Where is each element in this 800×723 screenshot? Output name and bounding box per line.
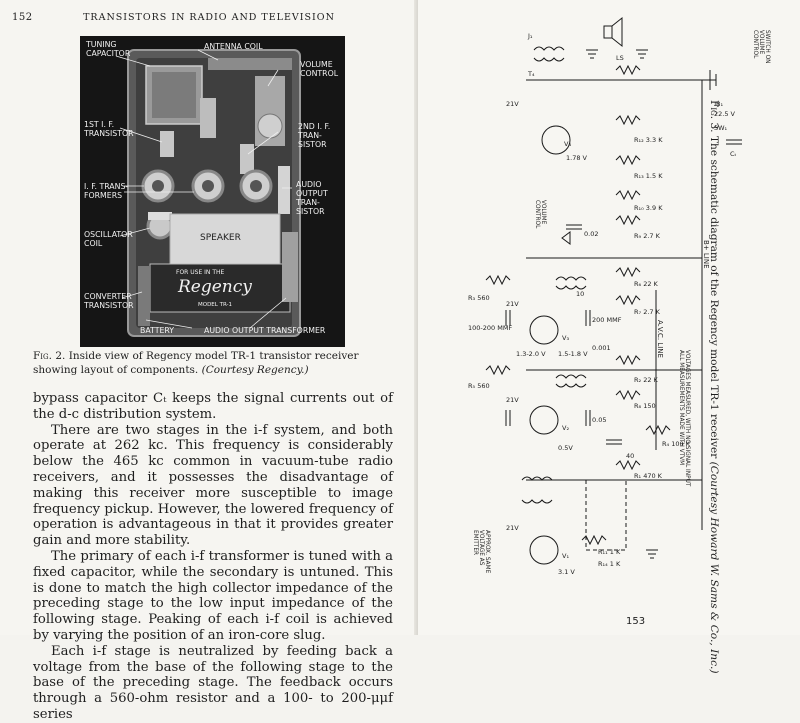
label-antenna-coil: ANTENNA COIL [204,42,263,51]
label-audio-output-transformer: AUDIO OUTPUT TRANSFORMER [204,326,326,335]
paragraph: bypass capacitor Cₜ keeps the signal cur… [33,391,393,422]
label-c-002: 0.02 [584,230,598,238]
receiver-photo-image [80,36,345,347]
label-r13: R₁₃ 1.5 K [634,172,663,180]
schematic-drawing: J₁ LS T₄ B₁ 22.5 V SW₁ V₄ R₁₂ 3.3 K R₁₃ … [468,16,742,576]
label-oscillator-coil: OSCILLATOR COIL [84,230,133,248]
label-sw1: SW₁ [714,124,728,132]
label-21v-b: 21V [506,300,519,308]
label-t4: T₄ [527,70,535,78]
left-page: 152 TRANSISTORS IN RADIO AND TELEVISION [0,0,418,722]
label-v4: V₄ [564,140,571,148]
figure-3-caption: Fig. 3. The schematic diagram of the Reg… [704,100,720,674]
paragraph: The primary of each i-f transformer is t… [33,548,393,643]
approx-same-label: APPROX. SAME VOLTAGE AS EMITTER [472,530,490,574]
label-1-3v: 1.3-2.0 V [516,350,546,358]
label-c40: 40 [626,452,634,460]
label-21v-d: 21V [506,524,519,532]
label-21v-c: 21V [506,396,519,404]
label-c-005: 0.05 [592,416,606,424]
label-model: MODEL TR-1 [198,302,233,308]
schematic-diagram: J₁ LS T₄ B₁ 22.5 V SW₁ V₄ R₁₂ 3.3 K R₁₃ … [466,10,756,610]
label-first-if-transistor: 1ST I. F. TRANSISTOR [84,120,134,138]
label-r12: R₁₂ 3.3 K [634,136,663,144]
label-r11: R₁₁ 1 K [598,548,621,556]
label-r6: R₆ 22 K [634,280,659,288]
brand-logo: Regency [178,277,252,297]
label-v1: V₁ [562,552,569,560]
figure-2-caption: Fig. 2. Inside view of Regency model TR-… [33,350,391,377]
label-r8: R₈ 150 [634,402,656,410]
body-text: bypass capacitor Cₜ keeps the signal cur… [33,391,393,723]
label-c-200: 200 MMF [592,316,622,324]
label-1-5v: 1.5-1.8 V [558,350,588,358]
label-r1: R₁ 470 K [634,472,663,480]
label-battery: BATTERY [140,326,175,335]
label-b1: B₁ [716,100,723,108]
measurement-note: VOLTAGES MEASURED, WITH NO SIGNAL INPUT … [678,350,690,487]
label-second-if-transistor: 2ND I. F. TRAN- SISTOR [298,122,331,149]
switch-on-volume-label: SWITCH ON VOLUME CONTROL [752,30,770,64]
label-c-001: 0.001 [592,344,611,352]
label-converter-transistor: CONVERTER TRANSISTOR [84,292,134,310]
label-r2: R₂ 22 K [634,376,659,384]
figure-3-number: Fig. 3. [708,100,720,133]
label-b1-value: 22.5 V [714,110,736,118]
label-r4: R₄ 100 K [662,440,691,448]
label-tuning-capacitor: TUNING CAPACITOR [86,40,131,58]
avc-line-label: A.V.C. LINE [656,320,664,358]
figure-2-number: Fig. 2. [33,350,66,362]
figure-3-text: The schematic diagram of the Regency mod… [708,135,720,459]
figure-2-text: Inside view of Regency model TR-1 transi… [33,350,359,376]
figure-3-credit: (Courtesy Howard W. Sams & Co., Inc.) [708,461,720,674]
label-ct: Cₜ [730,150,737,158]
label-c-10: 10 [576,290,584,298]
label-for-use-in: FOR USE IN THE [176,269,225,276]
label-3-1v: 3.1 V [558,568,575,576]
label-r14: R₁₄ 1 K [598,560,621,568]
label-r7: R₇ 2.7 K [634,308,661,316]
label-r10: R₁₀ 3.9 K [634,204,663,212]
label-volume-control: VOLUME CONTROL [300,60,339,78]
label-speaker: SPEAKER [200,233,241,243]
schematic-component-labels: J₁ LS T₄ B₁ 22.5 V SW₁ V₄ R₁₂ 3.3 K R₁₃ … [468,32,737,576]
label-v2: V₂ [562,424,569,432]
running-head-title: TRANSISTORS IN RADIO AND TELEVISION [83,12,335,23]
label-j1: J₁ [527,32,533,40]
paragraph: There are two stages in the i-f system, … [33,422,393,549]
label-audio-output-transistor: AUDIO OUTPUT TRAN- SISTOR [296,180,328,216]
label-ls: LS [616,54,624,62]
label-21v-a: 21V [506,100,519,108]
label-r9: R₉ 2.7 K [634,232,661,240]
page-number-left: 152 [12,12,33,23]
right-page [418,0,800,635]
label-v3: V₃ [562,334,569,342]
label-if-transformers: I. F. TRANS- FORMERS [84,182,129,200]
label-r3: R₃ 560 [468,294,490,302]
label-r5: R₅ 560 [468,382,490,390]
volume-control-label: VOLUME CONTROL [534,200,546,229]
label-0-5v: 0.5V [558,444,573,452]
page-number-right: 153 [626,616,646,627]
paragraph: Each i-f stage is neutralized by feeding… [33,643,393,722]
label-c-100-200: 100-200 MMF [468,324,512,332]
label-1-78v: 1.78 V [566,154,588,162]
figure-2-credit: (Courtesy Regency.) [201,363,309,376]
receiver-photo: TUNING CAPACITOR ANTENNA COIL VOLUME CON… [80,36,345,347]
